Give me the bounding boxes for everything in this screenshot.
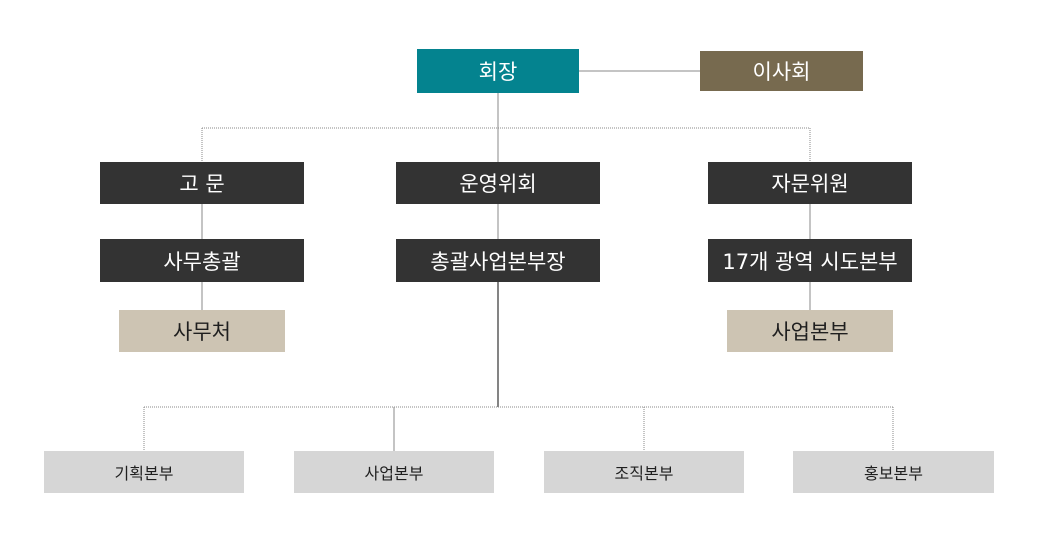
business-division-box: 사업본부 bbox=[294, 451, 494, 493]
chairman-box: 회장 bbox=[417, 49, 579, 93]
general-affairs-box: 사무총괄 bbox=[100, 239, 304, 282]
regional-hq-box: 17개 광역 시도본부 bbox=[708, 239, 912, 282]
regional-business-hq-box: 사업본부 bbox=[727, 310, 893, 352]
secretariat-box: 사무처 bbox=[119, 310, 285, 352]
planning-division-box: 기획본부 bbox=[44, 451, 244, 493]
general-business-director-box: 총괄사업본부장 bbox=[396, 239, 600, 282]
advisor-box: 고 문 bbox=[100, 162, 304, 204]
board-box: 이사회 bbox=[700, 51, 863, 91]
pr-division-box: 홍보본부 bbox=[793, 451, 994, 493]
steering-committee-box: 운영위회 bbox=[396, 162, 600, 204]
organization-division-box: 조직본부 bbox=[544, 451, 744, 493]
advisory-committee-box: 자문위원 bbox=[708, 162, 912, 204]
